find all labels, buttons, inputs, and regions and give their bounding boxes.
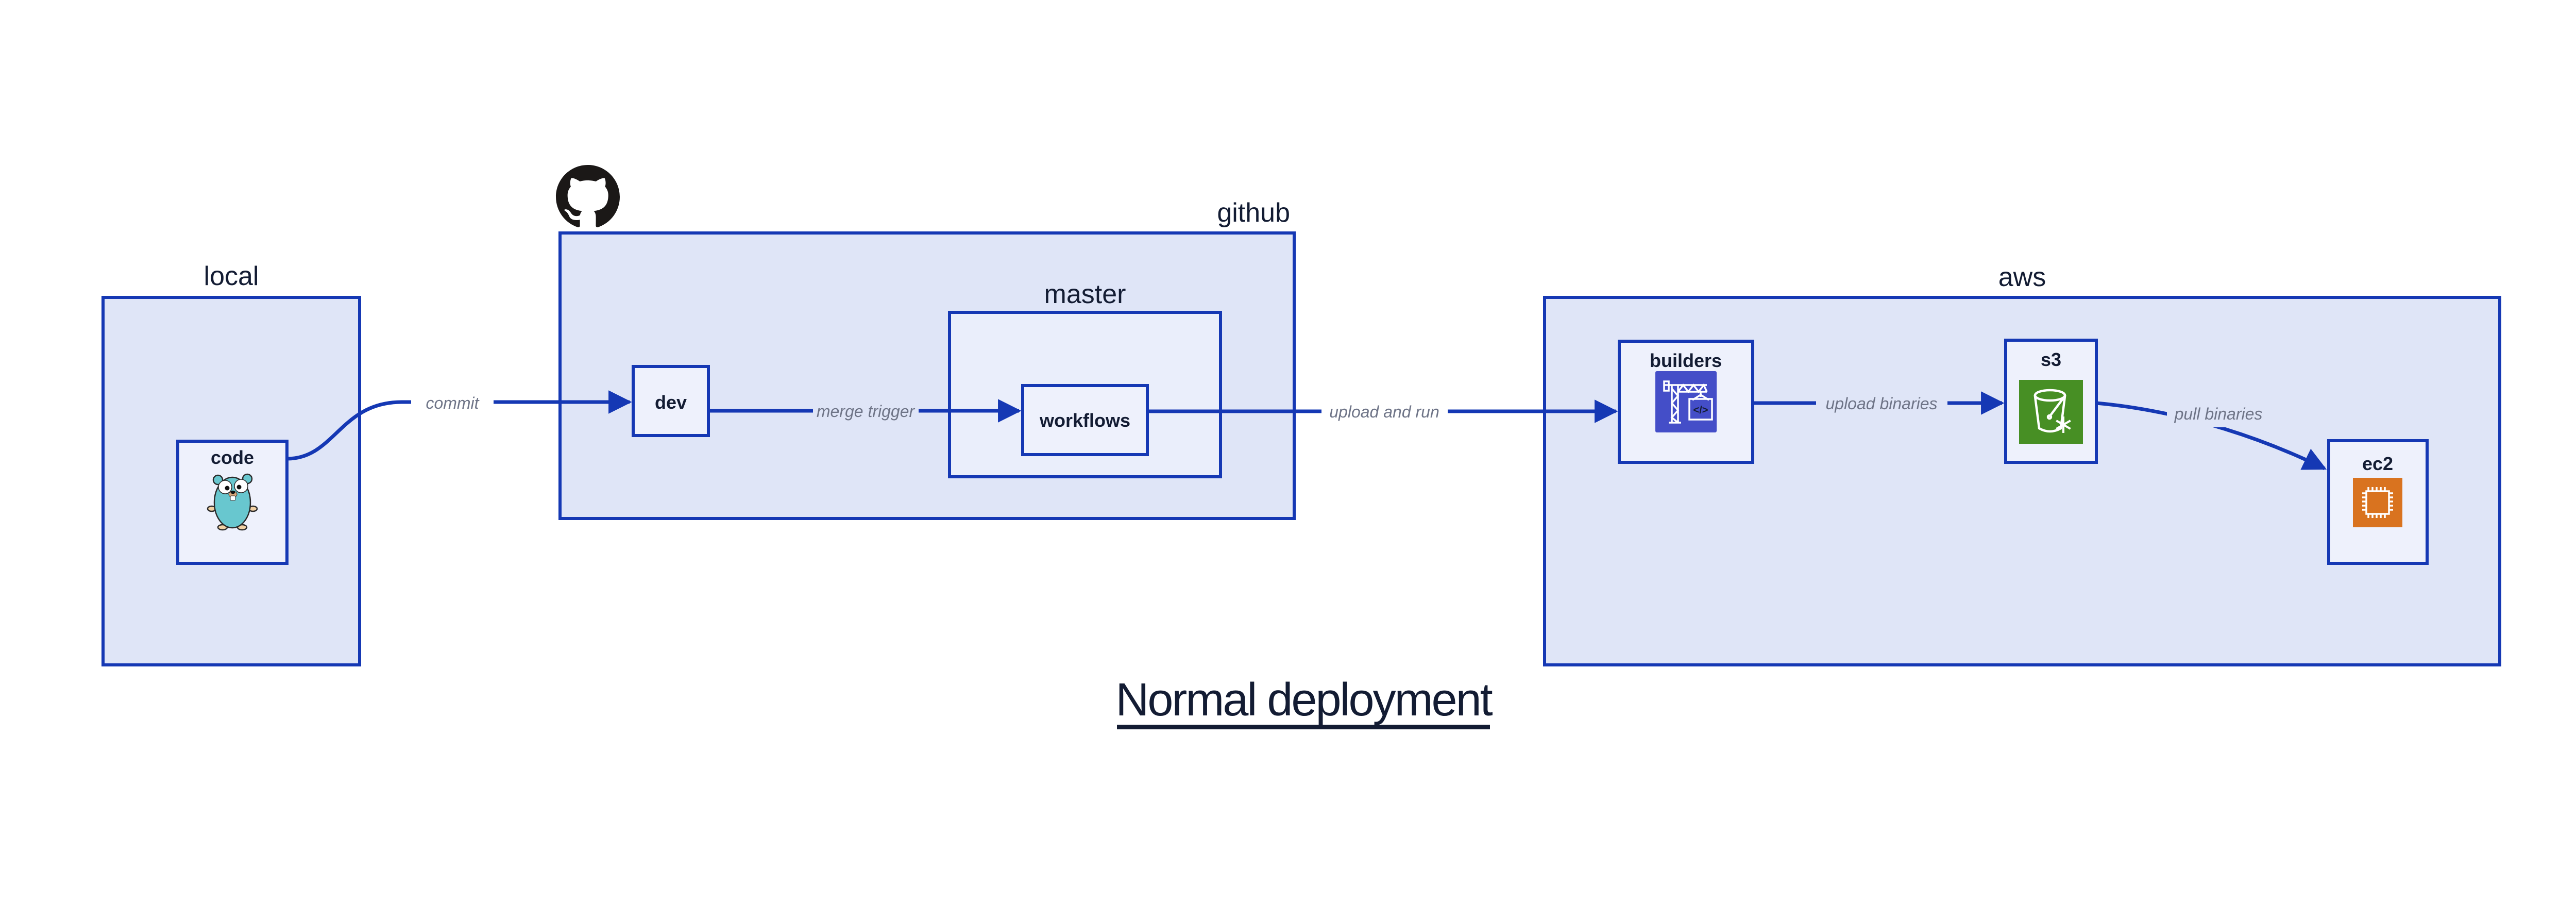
ec2-chip-icon — [2353, 478, 2402, 527]
gopher-teeth — [230, 495, 236, 501]
master-label: master — [1044, 279, 1126, 309]
ec2-icon-bg — [2353, 478, 2402, 527]
gopher-nose — [230, 490, 235, 494]
commit-label: commit — [426, 394, 479, 412]
chip-pins-right — [2389, 492, 2393, 511]
workflows-box — [1021, 384, 1149, 456]
github-label: github — [1217, 198, 1290, 228]
merge-trigger-label: merge trigger — [817, 402, 916, 421]
builders-icon-bg — [1655, 371, 1717, 432]
chip-pins-left — [2362, 492, 2366, 511]
upload-binaries-label: upload binaries — [1825, 394, 1937, 413]
codebuild-crane-icon: </> — [1655, 371, 1717, 432]
ec2-label: ec2 — [2362, 453, 2393, 474]
edge-labels: commit merge trigger upload and run uplo… — [411, 390, 2270, 427]
pull-binaries-label-bg — [2167, 400, 2270, 427]
github-octocat-icon — [556, 165, 620, 227]
node-dev: dev — [632, 365, 710, 437]
dev-box — [632, 365, 710, 437]
aws-label: aws — [1998, 262, 2046, 292]
diagram-title: Normal deployment — [1115, 674, 1495, 729]
crane-load-box — [1688, 398, 1713, 421]
chip-pins-top — [2367, 487, 2386, 491]
crane-jib-truss — [1677, 383, 1708, 393]
local-label: local — [204, 261, 259, 291]
crane-counterweight — [1663, 380, 1670, 392]
bucket-handle-hook — [2046, 414, 2053, 420]
upload-and-run-label-bg — [1321, 398, 1448, 424]
chip-pins-bottom — [2367, 514, 2386, 518]
upload-and-run-label: upload and run — [1329, 403, 1439, 421]
gopher-pupil-left — [225, 486, 230, 491]
commit-label-bg — [411, 390, 494, 415]
pull-binaries-label: pull binaries — [2174, 405, 2263, 423]
bucket-snowflake — [2056, 416, 2071, 433]
upload-binaries-label-bg — [1816, 390, 1947, 416]
go-gopher-icon — [207, 473, 258, 531]
bucket-body — [2033, 395, 2066, 433]
title-underline — [1117, 725, 1490, 729]
chip-body — [2365, 490, 2390, 515]
code-label: code — [211, 447, 254, 468]
crane-mast-truss — [1670, 388, 1680, 424]
merge-trigger-label-bg — [813, 398, 919, 424]
workflows-label: workflows — [1039, 410, 1130, 431]
s3-bucket-icon — [2019, 380, 2083, 444]
node-ec2: ec2 — [2327, 439, 2429, 565]
node-workflows: workflows — [1021, 384, 1149, 456]
s3-label: s3 — [2041, 349, 2061, 370]
edge-commit — [286, 390, 632, 461]
builders-label: builders — [1650, 350, 1722, 371]
code-box — [176, 440, 289, 565]
title-text: Normal deployment — [1115, 674, 1493, 726]
node-builders: builders </> — [1618, 340, 1754, 464]
bucket-handle — [2048, 397, 2064, 418]
gopher-pupil-right — [236, 485, 242, 490]
dev-label: dev — [655, 392, 687, 413]
node-code: code — [176, 440, 289, 565]
node-s3: s3 — [2004, 339, 2098, 464]
crane-code-glyph: </> — [1693, 405, 1708, 416]
